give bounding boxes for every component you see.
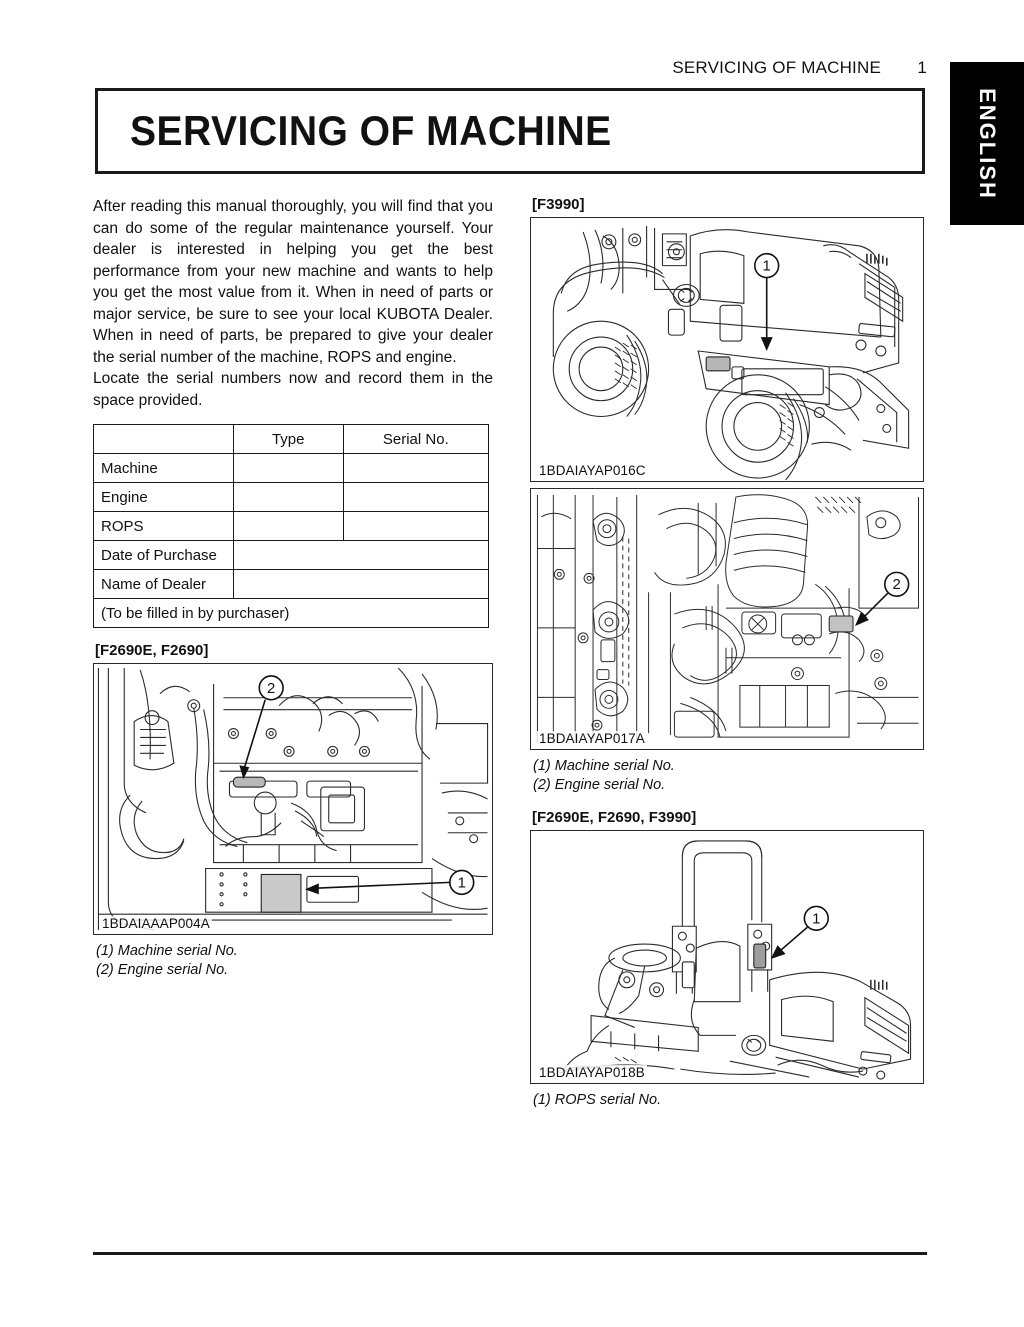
figure-model-label-left-engine: [F2690E, F2690] xyxy=(95,642,209,659)
caption-item: (2) Engine serial No. xyxy=(533,777,666,793)
language-side-tab-label: ENGLISH xyxy=(975,87,1000,200)
intro-paragraph-2: Locate the serial numbers now and record… xyxy=(93,370,493,409)
svg-text:1: 1 xyxy=(812,911,820,927)
intro-paragraph-1: After reading this manual thoroughly, yo… xyxy=(93,198,493,366)
serial-record-table: Type Serial No. Machine Engine ROPS Date… xyxy=(93,424,490,628)
table-header-serial: Serial No. xyxy=(342,424,490,454)
figure-left-engine: 2 1 1BDAIAAAP004A xyxy=(93,663,493,935)
table-header-blank xyxy=(93,424,234,454)
row-type-machine[interactable] xyxy=(232,453,344,483)
callout-1: 1 xyxy=(770,905,829,959)
callout-2: 2 xyxy=(855,571,910,626)
row-label-name-of-dealer: Name of Dealer xyxy=(93,569,234,599)
figure-model-label-right-tractor: [F3990] xyxy=(532,196,585,213)
left-column: After reading this manual thoroughly, yo… xyxy=(93,196,493,980)
row-label-date-of-purchase: Date of Purchase xyxy=(93,540,234,570)
row-type-rops[interactable] xyxy=(232,511,344,541)
table-header-type: Type xyxy=(232,424,344,454)
table-row: Name of Dealer xyxy=(93,569,490,599)
figure-left-engine-drawing: 2 1 xyxy=(97,667,489,931)
figure-model-label-right-rops: [F2690E, F2690, F3990] xyxy=(532,809,697,826)
language-side-tab: ENGLISH xyxy=(950,62,1024,225)
header-title: SERVICING OF MACHINE xyxy=(672,58,881,77)
figure-right-engine-drawing: 2 xyxy=(536,494,920,744)
figure-right-tractor-drawing: 1 xyxy=(552,225,910,481)
svg-text:2: 2 xyxy=(893,577,901,593)
caption-item: (1) Machine serial No. xyxy=(96,943,238,959)
footer-rule xyxy=(93,1252,927,1255)
figure-caption-right-engine: (1) Machine serial No. (2) Engine serial… xyxy=(533,757,926,795)
figure-code-right-tractor: 1BDAIAYAP016C xyxy=(537,463,648,478)
figure-code-right-rops: 1BDAIAYAP018B xyxy=(537,1065,647,1080)
table-footer-note: (To be filled in by purchaser) xyxy=(93,598,489,628)
svg-text:1: 1 xyxy=(763,259,771,275)
figure-right-tractor: 1 1BDAIAYAP016C xyxy=(530,217,924,482)
callout-1: 1 xyxy=(304,869,475,896)
row-label-engine: Engine xyxy=(93,482,234,512)
figure-caption-left-engine: (1) Machine serial No. (2) Engine serial… xyxy=(96,942,493,980)
svg-text:1: 1 xyxy=(458,875,466,891)
table-row: ROPS xyxy=(93,511,490,541)
figure-code-right-engine: 1BDAIAYAP017A xyxy=(537,731,647,746)
figure-right-engine: 2 1BDAIAYAP017A xyxy=(530,488,924,750)
row-label-machine: Machine xyxy=(93,453,234,483)
caption-item: (2) Engine serial No. xyxy=(96,962,229,978)
svg-text:2: 2 xyxy=(267,681,275,697)
caption-item: (1) Machine serial No. xyxy=(533,758,675,774)
row-serial-machine[interactable] xyxy=(342,453,490,483)
row-type-engine[interactable] xyxy=(232,482,344,512)
table-row: Date of Purchase xyxy=(93,540,490,570)
figure-right-rops: 1 1BDAIAYAP018B xyxy=(530,830,924,1084)
figure-right-rops-drawing: 1 xyxy=(559,840,912,1080)
callout-1: 1 xyxy=(753,252,780,351)
chapter-title-box: SERVICING OF MACHINE xyxy=(95,88,925,174)
figure-code-left-engine: 1BDAIAAAP004A xyxy=(100,916,212,931)
row-label-rops: ROPS xyxy=(93,511,234,541)
table-header-row: Type Serial No. xyxy=(93,424,490,454)
chapter-title: SERVICING OF MACHINE xyxy=(130,107,612,154)
page-header: SERVICING OF MACHINE 1 xyxy=(95,58,927,78)
figure-caption-right-rops: (1) ROPS serial No. xyxy=(533,1091,926,1110)
row-serial-rops[interactable] xyxy=(342,511,490,541)
table-row: Engine xyxy=(93,482,490,512)
table-footer-row: (To be filled in by purchaser) xyxy=(93,598,489,628)
caption-item: (1) ROPS serial No. xyxy=(533,1092,662,1108)
row-value-date-of-purchase[interactable] xyxy=(232,540,490,570)
row-value-name-of-dealer[interactable] xyxy=(232,569,490,599)
table-row: Machine xyxy=(93,453,490,483)
intro-text: After reading this manual thoroughly, yo… xyxy=(93,196,493,411)
page-number: 1 xyxy=(917,58,927,77)
callout-2: 2 xyxy=(239,675,284,780)
row-serial-engine[interactable] xyxy=(342,482,490,512)
right-column: [F3990] xyxy=(530,196,926,1110)
